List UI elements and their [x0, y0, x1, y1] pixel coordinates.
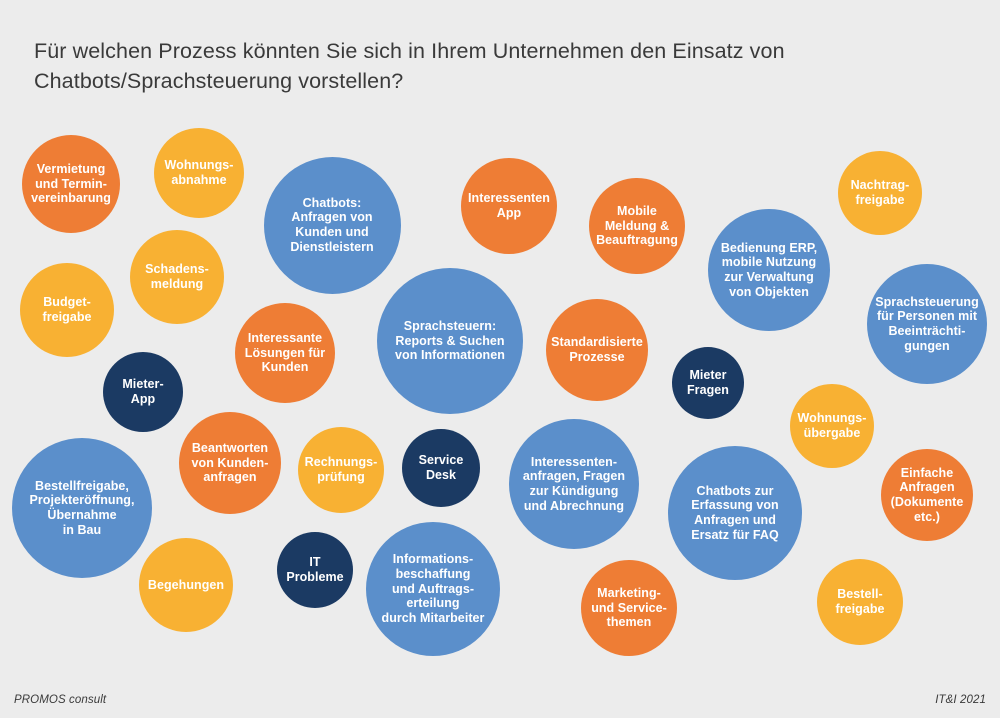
bubble-label: Chatbots: Anfragen von Kunden und Dienst… [290, 195, 374, 254]
bubble-label: Chatbots zur Erfassung von Anfragen und … [691, 483, 779, 542]
bubble-label: Vermietung und Termin- vereinbarung [31, 161, 111, 206]
bubble-interessenten-app[interactable]: Interessenten App [461, 158, 557, 254]
bubble-standardisierte-prozesse[interactable]: Standardisierte Prozesse [546, 299, 648, 401]
bubble-label: Marketing- und Service- themen [591, 585, 667, 630]
bubble-label: Einfache Anfragen (Dokumente etc.) [890, 465, 964, 524]
bubble-label: Bestell- freigabe [835, 587, 885, 616]
bubble-bestellfreigabe-projekteroeffnung[interactable]: Bestellfreigabe, Projekteröffnung, Übern… [12, 438, 152, 578]
bubble-label: Interessenten- anfragen, Fragen zur Künd… [522, 454, 626, 513]
bubble-wohnungsabnahme[interactable]: Wohnungs- abnahme [154, 128, 244, 218]
bubble-label: Budget- freigabe [42, 295, 92, 324]
bubble-schadensmeldung[interactable]: Schadens- meldung [130, 230, 224, 324]
bubble-label: IT Probleme [286, 555, 344, 584]
bubble-einfache-anfragen-dokumente[interactable]: Einfache Anfragen (Dokumente etc.) [881, 449, 973, 541]
bubble-label: Standardisierte Prozesse [551, 335, 643, 364]
bubble-label: Sprachsteuerung für Personen mit Beeintr… [875, 294, 979, 353]
bubble-vermietung-und-terminvereinbarung[interactable]: Vermietung und Termin- vereinbarung [22, 135, 120, 233]
bubble-label: Schadens- meldung [145, 262, 209, 291]
bubble-bedienung-erp-mobile-nutzung[interactable]: Bedienung ERP, mobile Nutzung zur Verwal… [708, 209, 830, 331]
footer-source: PROMOS consult [14, 694, 107, 706]
bubble-label: Nachtrag- freigabe [850, 178, 910, 207]
bubble-it-probleme[interactable]: IT Probleme [277, 532, 353, 608]
bubble-label: Mobile Meldung & Beauftragung [596, 203, 678, 248]
bubble-label: Service Desk [418, 453, 464, 482]
bubble-sprachsteuern-reports-suchen[interactable]: Sprachsteuern: Reports & Suchen von Info… [377, 268, 523, 414]
bubble-informationsbeschaffung-auftragserteilung[interactable]: Informations- beschaffung und Auftrags- … [366, 522, 500, 656]
page-title: Für welchen Prozess könnten Sie sich in … [34, 39, 785, 93]
bubble-nachtragfreigabe[interactable]: Nachtrag- freigabe [838, 151, 922, 235]
bubble-service-desk[interactable]: Service Desk [402, 429, 480, 507]
bubble-label: Sprachsteuern: Reports & Suchen von Info… [395, 318, 505, 363]
bubble-label: Beantworten von Kunden- anfragen [191, 440, 269, 485]
bubble-label: Bedienung ERP, mobile Nutzung zur Verwal… [720, 240, 818, 299]
bubble-label: Rechnungs- prüfung [304, 455, 378, 484]
bubble-interessentenanfragen-kuendigung[interactable]: Interessenten- anfragen, Fragen zur Künd… [509, 419, 639, 549]
bubble-label: Informations- beschaffung und Auftrags- … [381, 552, 485, 626]
bubble-chatbots-zur-erfassung-von-anfragen[interactable]: Chatbots zur Erfassung von Anfragen und … [668, 446, 802, 580]
bubble-label: Interessante Lösungen für Kunden [244, 330, 326, 375]
bubble-beantworten-von-kundenanfragen[interactable]: Beantworten von Kunden- anfragen [179, 412, 281, 514]
bubble-mieter-app[interactable]: Mieter- App [103, 352, 183, 432]
bubble-label: Wohnungs- übergabe [797, 411, 867, 440]
bubble-label: Mieter Fragen [687, 368, 729, 397]
bubble-mobile-meldung-beauftragung[interactable]: Mobile Meldung & Beauftragung [589, 178, 685, 274]
footer-event: IT&I 2021 [935, 694, 986, 706]
bubble-begehungen[interactable]: Begehungen [139, 538, 233, 632]
bubble-bestellfreigabe[interactable]: Bestell- freigabe [817, 559, 903, 645]
bubble-label: Bestellfreigabe, Projekteröffnung, Übern… [29, 478, 135, 537]
bubble-rechnungspruefung[interactable]: Rechnungs- prüfung [298, 427, 384, 513]
bubble-label: Wohnungs- abnahme [164, 158, 234, 187]
bubble-chatbots-anfragen-von-kunden-und-dienstleistern[interactable]: Chatbots: Anfragen von Kunden und Dienst… [263, 156, 401, 294]
bubble-wohnungsuebergabe[interactable]: Wohnungs- übergabe [790, 384, 874, 468]
bubble-label: Interessenten App [468, 191, 550, 220]
bubble-mieter-fragen[interactable]: Mieter Fragen [672, 347, 744, 419]
bubble-budgetfreigabe[interactable]: Budget- freigabe [20, 263, 114, 357]
bubble-label: Mieter- App [122, 377, 164, 406]
bubble-interessante-loesungen-fuer-kunden[interactable]: Interessante Lösungen für Kunden [235, 303, 335, 403]
bubble-sprachsteuerung-fuer-personen[interactable]: Sprachsteuerung für Personen mit Beeintr… [867, 264, 987, 384]
bubble-label: Begehungen [147, 577, 225, 592]
bubble-marketing-und-servicethemen[interactable]: Marketing- und Service- themen [581, 560, 677, 656]
